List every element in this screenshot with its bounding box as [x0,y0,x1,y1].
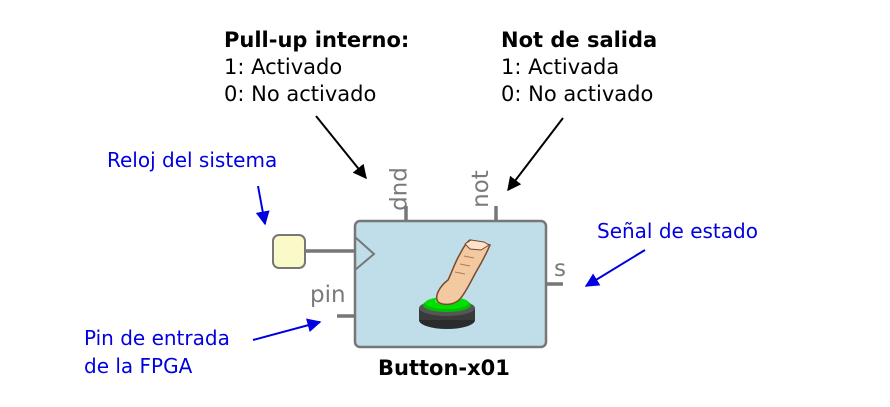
clock-annotation: Reloj del sistema [107,148,278,172]
pin-port-label: pin [310,282,346,308]
pin-arrow [252,318,322,341]
not-line-2: 0: No activado [501,82,654,106]
pin-annotation: Pin de entrada de la FPGA [84,324,230,380]
s-port-label: s [554,256,566,282]
finger-pressing-button-icon [419,239,492,329]
pullup-arrow [315,115,367,180]
pullup-line-1: 1: Activado [224,55,343,79]
pin-annotation-line-2: de la FPGA [84,354,193,378]
clock-arrow [255,185,270,226]
not-port-label: not [468,170,494,208]
not-line-1: 1: Activada [501,55,620,79]
pin-annotation-line-1: Pin de entrada [84,326,230,350]
clock-input-triangle [354,236,376,271]
not-arrow [507,117,564,192]
clock-block [272,234,306,269]
pullup-title: Pull-up interno: [224,28,410,52]
not-annotation: Not de salida 1: Activada 0: No activado [501,27,657,108]
pup-port-label: pup [388,167,414,211]
block-name: Button-x01 [378,356,510,380]
pullup-line-2: 0: No activado [224,82,377,106]
not-title: Not de salida [501,28,658,52]
state-annotation: Señal de estado [597,219,758,243]
state-arrow [584,249,646,287]
pullup-annotation: Pull-up interno: 1: Activado 0: No activ… [224,27,409,108]
